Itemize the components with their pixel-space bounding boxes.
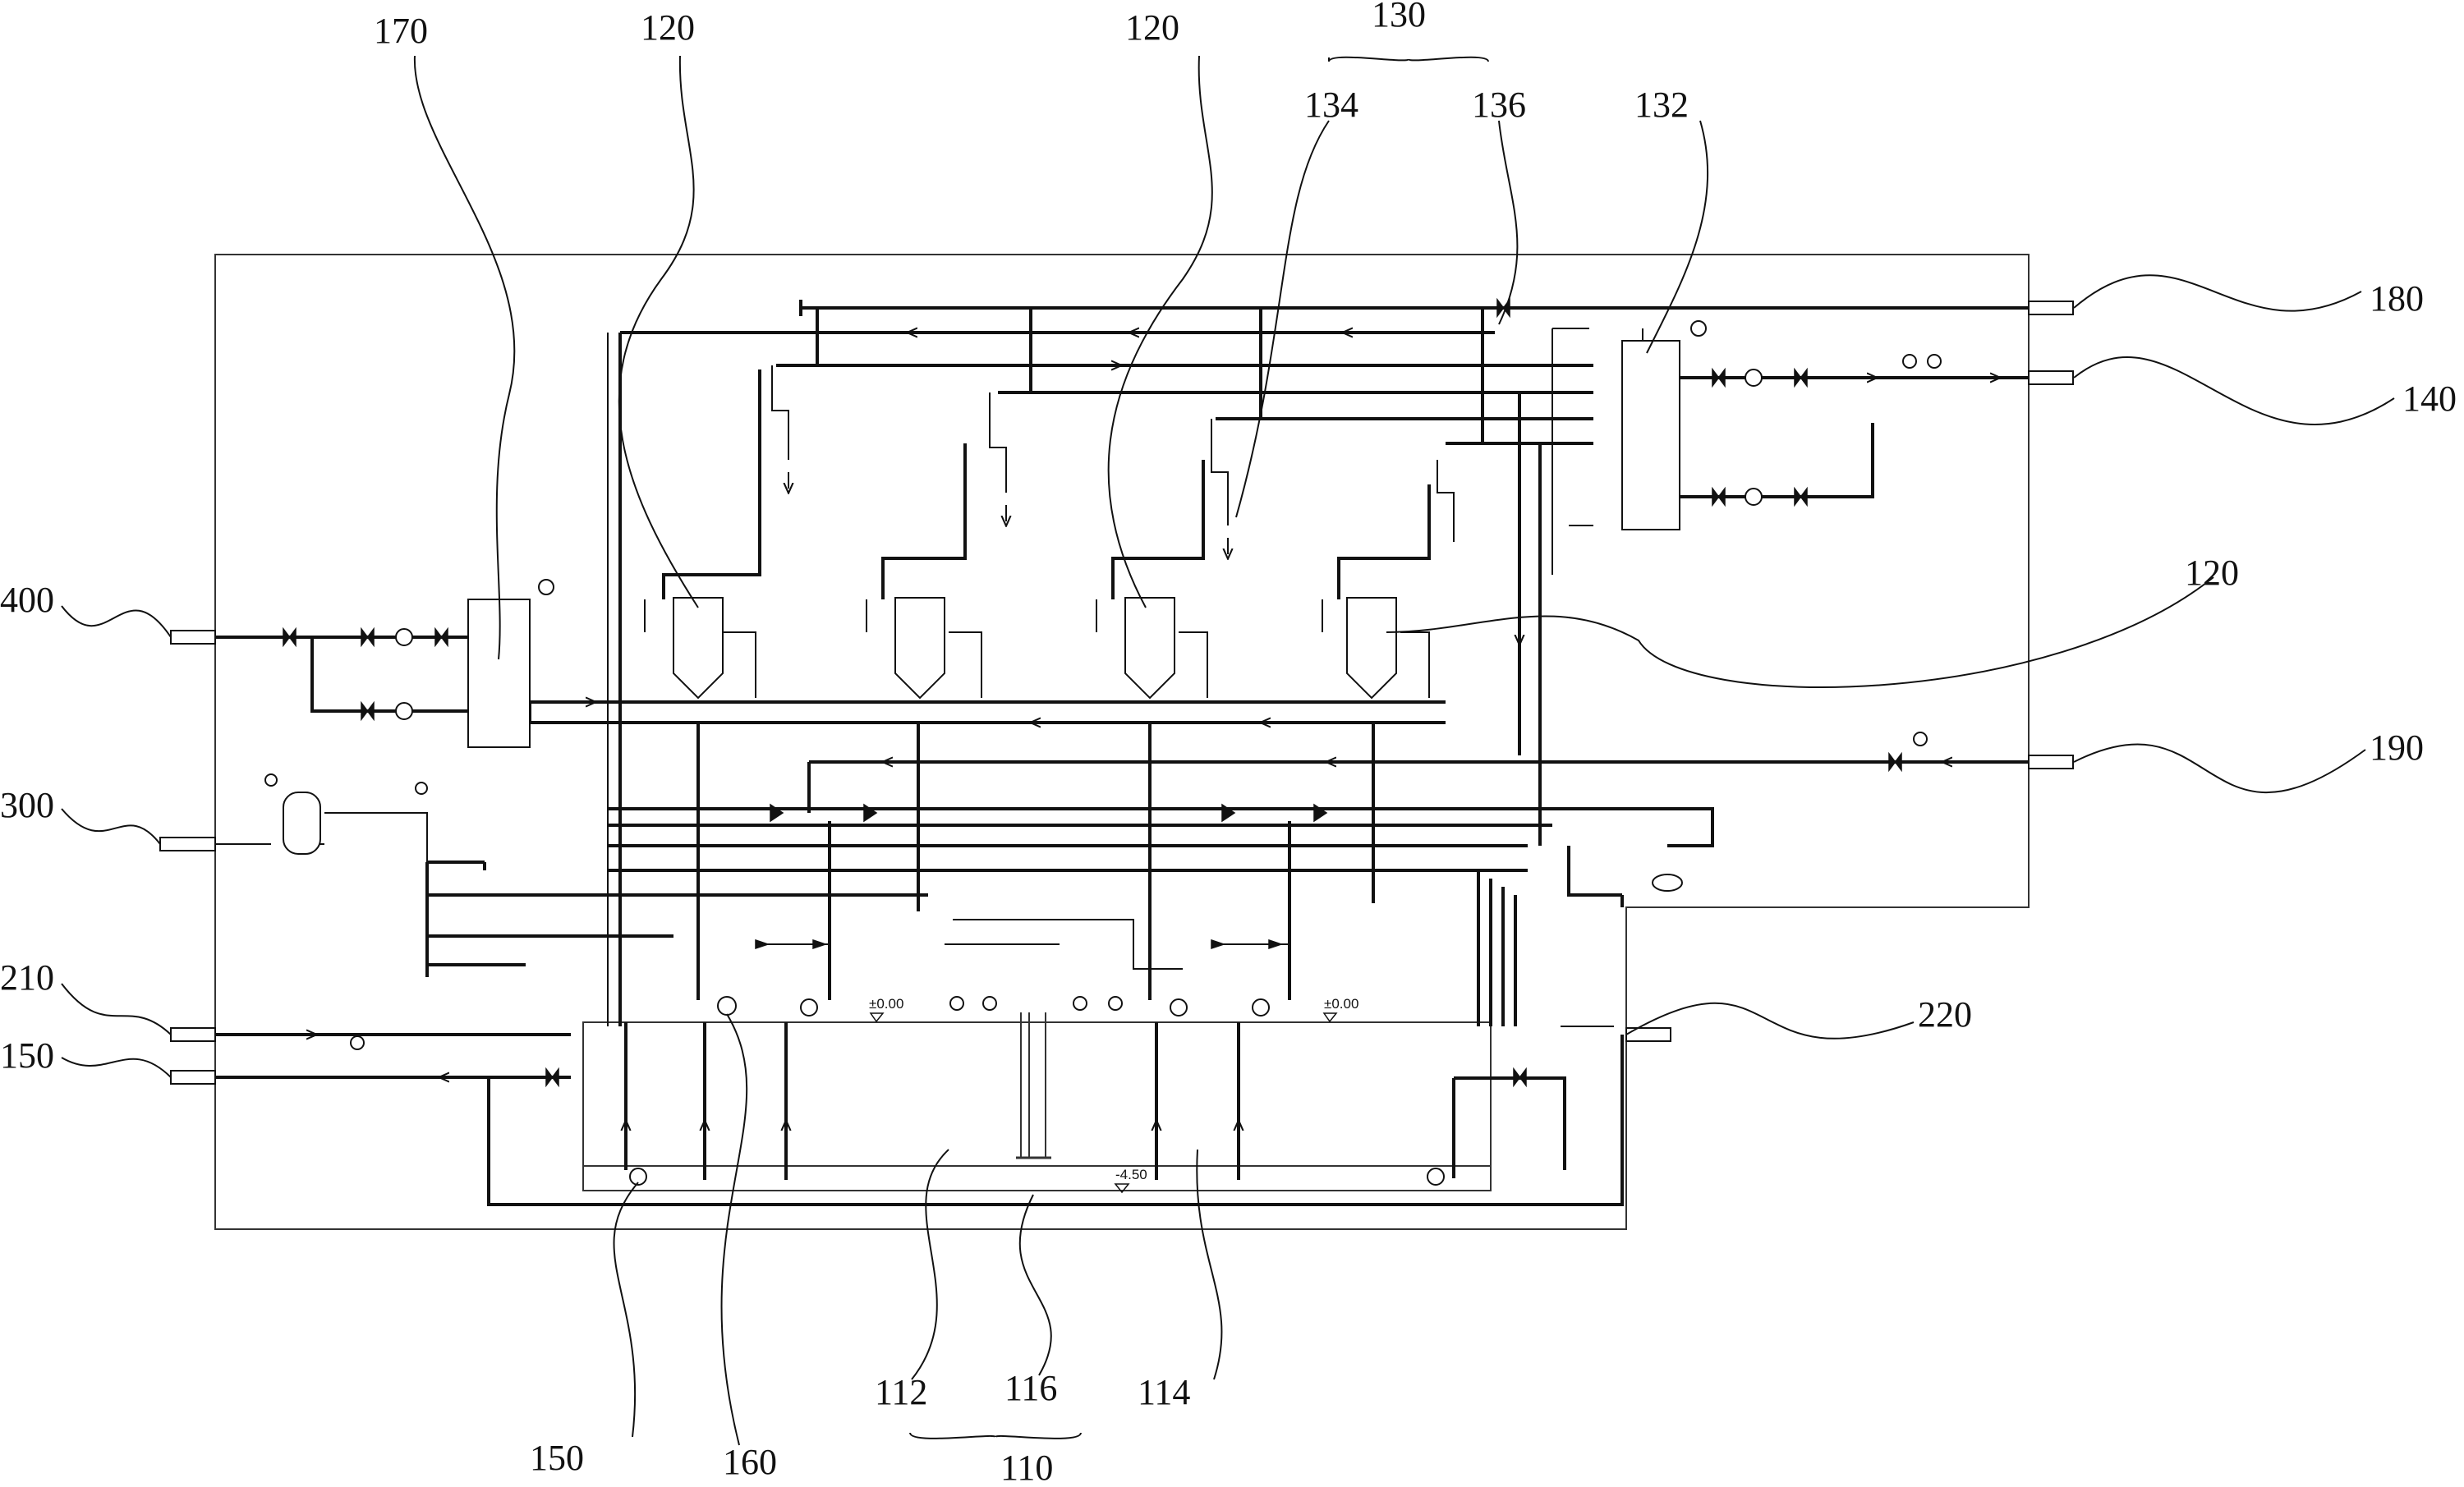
label-116: 116	[1004, 1368, 1057, 1408]
label-300: 300	[0, 785, 54, 825]
main-pipes	[215, 300, 2029, 1206]
label-160: 160	[723, 1442, 777, 1482]
settling-tank-2	[894, 597, 945, 700]
pump-150	[629, 1168, 647, 1186]
elevation-left: ±0.00	[869, 996, 903, 1012]
nozzle-210	[170, 1027, 216, 1042]
label-220: 220	[1918, 994, 1972, 1035]
label-136: 136	[1472, 85, 1526, 125]
vessel-300	[283, 792, 321, 855]
label-190: 190	[2370, 727, 2424, 768]
label-120-b: 120	[1125, 7, 1179, 48]
nozzle-180	[2028, 301, 2074, 315]
equipment	[159, 301, 2074, 1186]
label-150-a: 150	[0, 1035, 54, 1076]
label-170: 170	[374, 11, 428, 51]
label-112: 112	[875, 1372, 927, 1412]
elevation-right: ±0.00	[1324, 996, 1358, 1012]
nozzle-140	[2028, 370, 2074, 385]
settling-tank-3	[1124, 597, 1175, 700]
nozzle-150	[170, 1070, 216, 1085]
building-outline	[214, 254, 2030, 1230]
label-134: 134	[1304, 85, 1358, 125]
label-400: 400	[0, 580, 54, 620]
elevation-marks: ±0.00 ±0.00 -4.50	[869, 996, 1358, 1194]
label-132: 132	[1634, 85, 1689, 125]
label-120-c: 120	[2185, 553, 2239, 593]
nozzle-190	[2028, 755, 2074, 769]
nozzle-400	[170, 630, 216, 645]
label-140: 140	[2402, 379, 2457, 419]
label-180: 180	[2370, 278, 2424, 319]
label-114: 114	[1138, 1372, 1190, 1412]
elevation-bottom: -4.50	[1115, 1167, 1147, 1182]
settling-tank-4	[1346, 597, 1397, 700]
label-130: 130	[1372, 0, 1426, 34]
label-150-b: 150	[530, 1438, 584, 1478]
unit-132	[1621, 340, 1680, 530]
flow-arrows	[296, 333, 1996, 1141]
pump-160	[717, 996, 737, 1016]
label-110: 110	[1000, 1448, 1053, 1483]
leader-lines	[61, 55, 2395, 1446]
nozzle-300	[159, 837, 216, 851]
valves	[283, 297, 1902, 1088]
settling-tank-1	[673, 597, 724, 700]
label-120-a: 120	[641, 7, 695, 48]
underground-tank	[582, 1012, 1492, 1191]
label-210: 210	[0, 957, 54, 998]
unit-170	[467, 599, 531, 748]
